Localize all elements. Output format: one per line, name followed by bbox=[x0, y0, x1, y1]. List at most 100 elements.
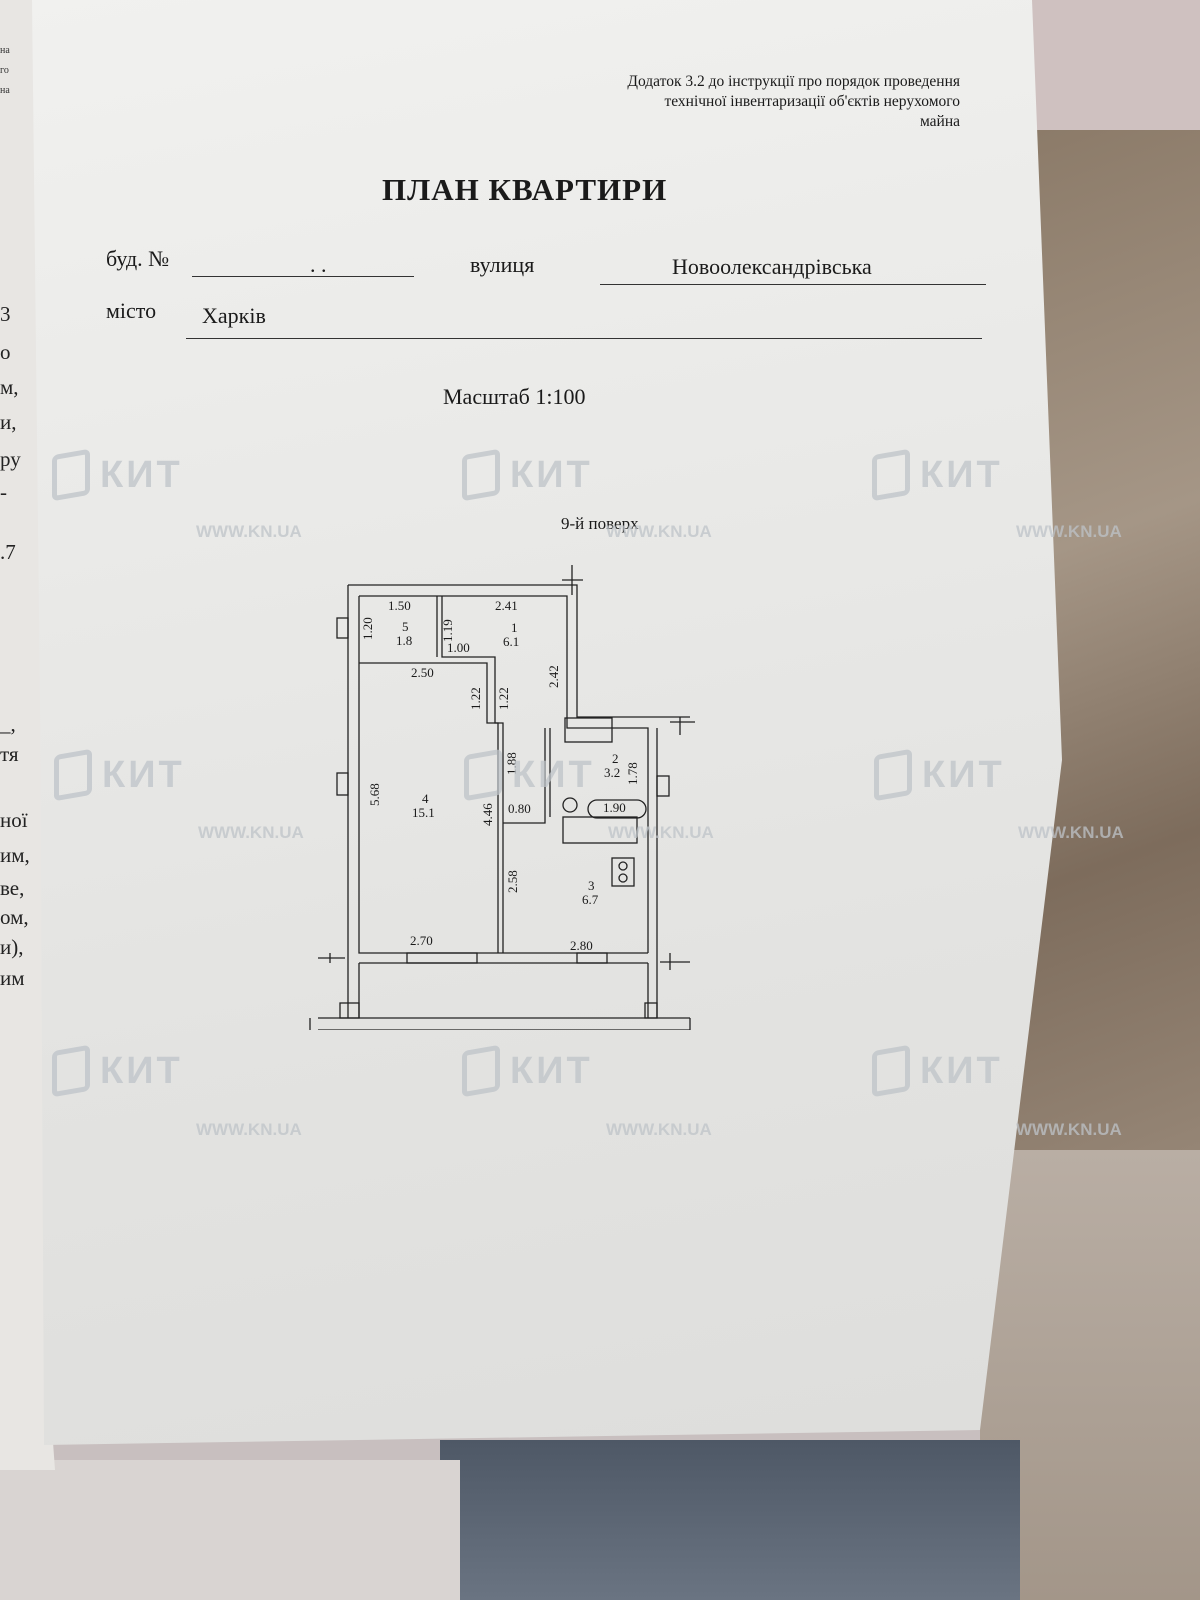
scale-label: Масштаб 1:100 bbox=[443, 384, 586, 409]
watermark-url: WWW.KN.UA bbox=[606, 1120, 712, 1139]
city-field bbox=[186, 310, 982, 339]
watermark-logo: КИТ bbox=[872, 448, 1003, 502]
watermark-logo: КИТ bbox=[462, 448, 593, 502]
street-value: Новоолександрівська bbox=[672, 254, 872, 279]
room-area: 15.1 bbox=[412, 805, 435, 820]
watermark-logo: КИТ bbox=[874, 748, 1005, 802]
dim: 1.90 bbox=[603, 800, 626, 815]
watermark-brand: КИТ bbox=[922, 753, 1005, 796]
partition bbox=[359, 662, 499, 953]
dim: 1.78 bbox=[625, 762, 640, 785]
appendix-note: Додаток 3.2 до інструкції про порядок пр… bbox=[627, 72, 960, 132]
room-area: 6.1 bbox=[503, 634, 519, 649]
watermark-url: WWW.KN.UA bbox=[198, 823, 304, 842]
window bbox=[406, 952, 478, 964]
room-number: 1 bbox=[511, 620, 518, 635]
left-page-text: и, bbox=[0, 410, 17, 434]
window bbox=[656, 775, 670, 797]
appendix-line: технічної інвентаризації об'єктів нерухо… bbox=[664, 93, 960, 110]
outer-wall bbox=[348, 584, 690, 718]
city-label: місто bbox=[106, 298, 157, 323]
building-label: буд. № bbox=[106, 246, 170, 271]
background-under-paper bbox=[0, 1460, 460, 1600]
dim: 1.22 bbox=[468, 687, 483, 710]
watermark-brand: КИТ bbox=[100, 453, 183, 496]
watermark-brand: КИТ bbox=[510, 453, 593, 496]
watermark-logo: КИТ bbox=[54, 748, 185, 802]
partition bbox=[436, 596, 504, 953]
window bbox=[576, 952, 608, 964]
watermark-url: WWW.KN.UA bbox=[606, 522, 712, 541]
document-title: ПЛАН КВАРТИРИ bbox=[382, 172, 668, 207]
kit-logo-icon bbox=[872, 448, 910, 502]
plumbing-box bbox=[562, 816, 638, 844]
left-page-text: _, bbox=[0, 712, 16, 736]
watermark-logo: КИТ bbox=[464, 748, 595, 802]
dim: 5.68 bbox=[367, 783, 382, 806]
left-page-text: и), bbox=[0, 935, 24, 959]
left-page-text: о bbox=[0, 340, 11, 364]
appendix-line: Додаток 3.2 до інструкції про порядок пр… bbox=[627, 73, 960, 90]
dim: 2.50 bbox=[411, 665, 434, 680]
left-page-text: ве, bbox=[0, 876, 25, 900]
dim: 2.70 bbox=[410, 933, 433, 948]
watermark-url: WWW.KN.UA bbox=[608, 823, 714, 842]
left-page-text: тя bbox=[0, 742, 19, 766]
building-field bbox=[192, 250, 414, 277]
left-page-text: им, bbox=[0, 843, 30, 867]
dim: 2.58 bbox=[505, 870, 520, 893]
kit-logo-icon bbox=[462, 448, 500, 502]
dim: 1.19 bbox=[440, 619, 455, 642]
watermark-brand: КИТ bbox=[102, 753, 185, 796]
left-page-text: 3 bbox=[0, 302, 11, 326]
kit-logo-icon bbox=[872, 1044, 910, 1098]
kit-logo-icon bbox=[462, 1044, 500, 1098]
watermark-brand: КИТ bbox=[100, 1049, 183, 1092]
watermark-url: WWW.KN.UA bbox=[1016, 1120, 1122, 1139]
left-page-text: .7 bbox=[0, 540, 16, 564]
room-number: 2 bbox=[612, 751, 619, 766]
left-page-text: им bbox=[0, 966, 25, 990]
watermark-brand: КИТ bbox=[920, 1049, 1003, 1092]
watermark-logo: КИТ bbox=[52, 448, 183, 502]
floor-plan: 1.50 1.20 1.19 1.00 2.41 2.42 2.50 1.22 … bbox=[309, 565, 695, 1030]
kit-logo-icon bbox=[54, 748, 92, 802]
street-label: вулиця bbox=[470, 252, 535, 277]
stove bbox=[611, 857, 635, 887]
room-number: 4 bbox=[422, 791, 429, 806]
watermark-url: WWW.KN.UA bbox=[1016, 522, 1122, 541]
dim: 1.00 bbox=[447, 640, 470, 655]
watermark-brand: КИТ bbox=[512, 753, 595, 796]
dim: 2.80 bbox=[570, 938, 593, 953]
building-value: . . bbox=[310, 252, 327, 277]
room-number: 3 bbox=[588, 878, 595, 893]
kit-logo-icon bbox=[874, 748, 912, 802]
window bbox=[336, 772, 349, 796]
watermark-url: WWW.KN.UA bbox=[196, 522, 302, 541]
window bbox=[336, 617, 349, 639]
walls bbox=[309, 565, 695, 1030]
watermark-logo: КИТ bbox=[52, 1044, 183, 1098]
dim: 0.80 bbox=[508, 801, 531, 816]
dim: 4.46 bbox=[480, 803, 495, 826]
toilet bbox=[562, 797, 578, 813]
bathtub bbox=[587, 799, 647, 819]
watermark-url: WWW.KN.UA bbox=[1018, 823, 1124, 842]
left-page-text: ом, bbox=[0, 905, 29, 929]
kit-logo-icon bbox=[52, 1044, 90, 1098]
left-page-text: м, bbox=[0, 375, 19, 399]
pillar bbox=[644, 1002, 658, 1019]
shaft bbox=[564, 717, 613, 743]
watermark-logo: КИТ bbox=[872, 1044, 1003, 1098]
left-page-top-text: го bbox=[0, 65, 9, 76]
room-area: 3.2 bbox=[604, 765, 620, 780]
dim: 2.41 bbox=[495, 598, 518, 613]
inner-wall-line bbox=[359, 595, 649, 953]
dim: 1.50 bbox=[388, 598, 411, 613]
left-page-top-text: на bbox=[0, 45, 10, 56]
room-number: 5 bbox=[402, 619, 409, 634]
dimension-ticks bbox=[309, 565, 695, 1030]
left-page-text: ру bbox=[0, 447, 21, 471]
city-value: Харків bbox=[202, 303, 266, 328]
